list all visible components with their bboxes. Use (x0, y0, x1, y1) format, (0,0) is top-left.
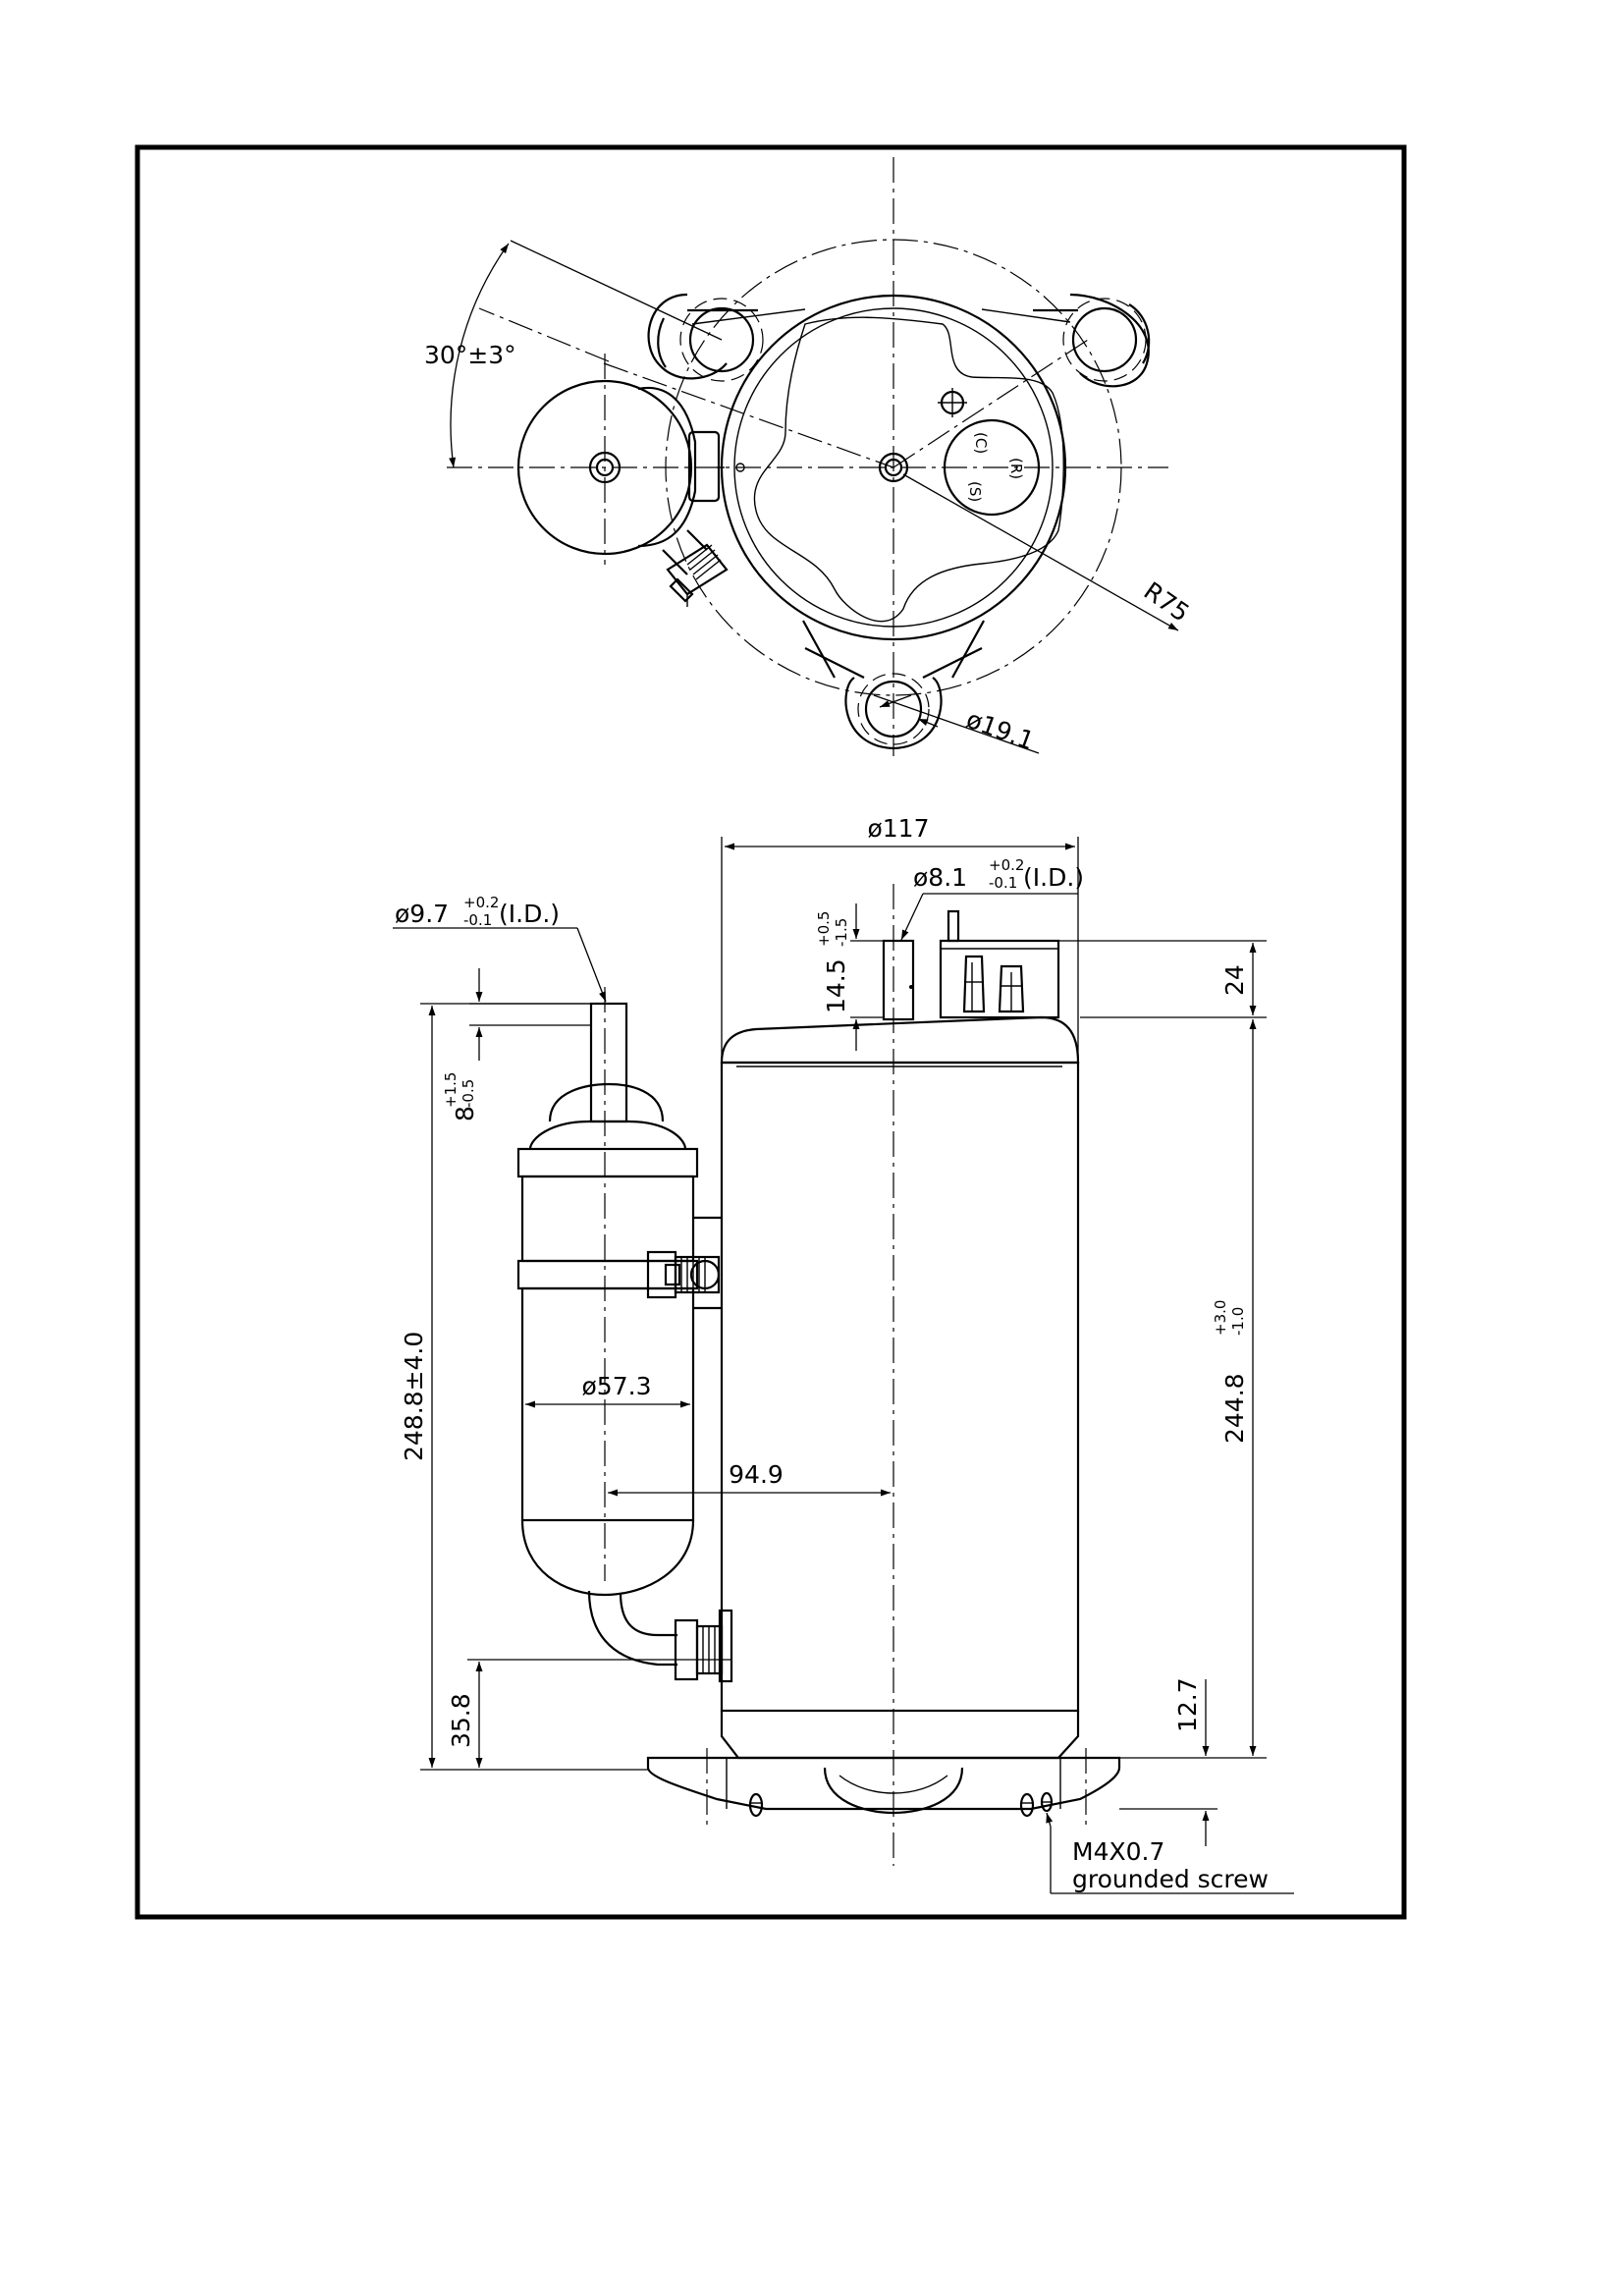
body-height-tol-upper: +3.0 (1212, 1300, 1229, 1336)
angle-label: 30°±3° (424, 341, 516, 369)
screw-note-line2: grounded screw (1072, 1865, 1269, 1893)
side-view: ø117 ø8.1 +0.2 -0.1 (I.D.) ø9.7 +0.2 -0.… (393, 814, 1294, 1894)
terminal-label-s: (S) (966, 481, 984, 502)
accumulator-offset-label: 94.9 (729, 1460, 784, 1489)
body-height-tol-lower: -1.0 (1229, 1307, 1247, 1336)
tube-length-tol-upper: +0.5 (815, 911, 833, 947)
discharge-tube-tol-lower: -0.1 (989, 874, 1017, 892)
suction-protrusion-tol-upper: +1.5 (442, 1072, 460, 1108)
inlet-height-label: 35.8 (447, 1693, 475, 1748)
discharge-tube-note: (I.D.) (1023, 863, 1084, 892)
terminal-label-c: (C) (972, 432, 990, 454)
overall-height-label: 248.8±4.0 (400, 1332, 428, 1461)
suction-protrusion-label: 8 (451, 1106, 479, 1121)
terminal-label-r: (R) (1007, 458, 1025, 479)
suction-protrusion-tol-lower: -0.5 (460, 1079, 477, 1108)
mount-hole-label: ø19.1 (962, 705, 1038, 756)
tube-length-label: 14.5 (822, 958, 850, 1013)
body-height-label: 244.8 (1220, 1373, 1249, 1444)
accumulator-diameter-label: ø57.3 (582, 1372, 652, 1400)
body-diameter-label: ø117 (867, 814, 929, 843)
radius-label: R75 (1139, 576, 1195, 628)
suction-tube-tol-upper: +0.2 (463, 894, 499, 911)
suction-tube-note: (I.D.) (499, 900, 560, 928)
terminal-height-label: 24 (1220, 964, 1249, 996)
foot-height-label: 12.7 (1173, 1677, 1202, 1732)
suction-tube-label: ø9.7 (395, 900, 449, 928)
suction-tube-tol-lower: -0.1 (463, 911, 492, 929)
top-view: (C) (S) (R) 30°±3° R75 (424, 157, 1195, 756)
tube-length-tol-lower: -1.5 (833, 918, 850, 947)
screw-note-line1: M4X0.7 (1072, 1837, 1164, 1866)
discharge-tube-label: ø8.1 (913, 863, 967, 892)
discharge-tube-tol-upper: +0.2 (989, 856, 1024, 874)
drawing-frame (135, 144, 1407, 1920)
